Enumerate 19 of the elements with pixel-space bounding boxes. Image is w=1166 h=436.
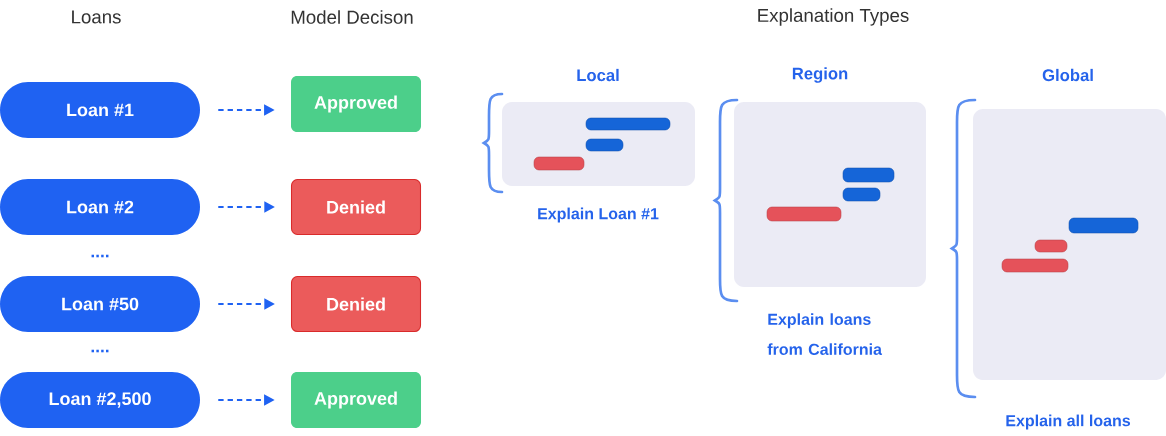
- loan-pill: Loan #1: [0, 82, 200, 138]
- ellipsis: ....: [91, 349, 109, 353]
- panel-caption: Explain loans from California: [767, 313, 883, 355]
- panel-caption: Explain all loans: [1006, 414, 1131, 430]
- column-heading: Explanation Types: [758, 8, 909, 26]
- ellipsis: ....: [91, 254, 109, 258]
- loan-pill: Loan #2,500: [0, 372, 200, 428]
- column-heading: Loans: [72, 10, 121, 24]
- decision-box: Approved: [291, 372, 421, 428]
- panel-heading: Region: [792, 67, 848, 83]
- column-heading: Model Decison: [291, 10, 413, 24]
- decision-box: Approved: [291, 76, 421, 132]
- panel-heading: Local: [577, 68, 619, 82]
- loan-pill: Loan #50: [0, 276, 200, 332]
- panel-heading: Global: [1042, 68, 1093, 82]
- decision-box: Denied: [290, 178, 422, 236]
- loan-pill: Loan #2: [0, 179, 200, 235]
- panel-caption: Explain Loan #1: [538, 207, 659, 223]
- decision-box: Denied: [290, 275, 422, 333]
